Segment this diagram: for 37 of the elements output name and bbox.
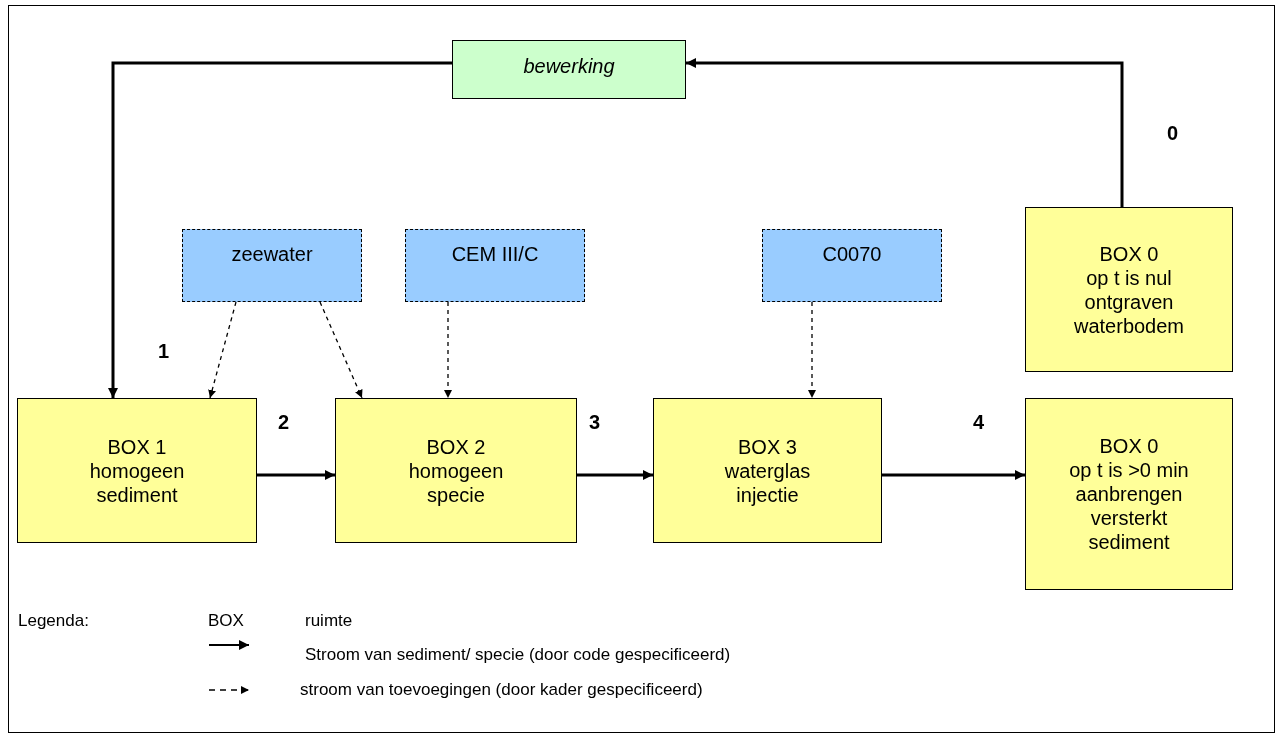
arrow (577, 470, 653, 480)
box-text: C0070 (822, 242, 882, 266)
dashed-arrow (208, 301, 237, 399)
dashed-arrow (808, 301, 816, 399)
process-box (452, 40, 686, 99)
arrow (882, 470, 1025, 480)
arrow (686, 58, 1124, 207)
compartment-box (653, 398, 882, 543)
arrow (108, 61, 452, 398)
box-heading: BOX 3 (738, 434, 797, 459)
compartment-box (17, 398, 257, 543)
legend-sample-text: BOX (208, 611, 244, 631)
box-heading: BOX 0 (1099, 241, 1159, 266)
box-heading: BOX 1 (107, 434, 167, 459)
box-heading: BOX 0 (1099, 434, 1159, 458)
arrow (257, 470, 335, 480)
legend-text: Stroom van sediment/ specie (door code gespecificeerd) (305, 645, 731, 665)
compartment-box (1025, 207, 1233, 372)
dashed-arrow (444, 301, 452, 399)
additive-box (405, 229, 585, 302)
box-text: CEM III/C (451, 242, 539, 266)
legend-text: stroom van toevoegingen (door kader gespecificeerd) (300, 680, 703, 700)
box-text: waterglas injectie (723, 458, 812, 507)
box-text: op t is >0 min aanbrengen versterkt sediment (1068, 458, 1190, 554)
additive-box (182, 229, 362, 302)
legend-title: Legenda: (18, 611, 89, 631)
box-heading: BOX 2 (426, 434, 486, 459)
legend-text: ruimte (305, 611, 353, 631)
compartment-box (1025, 398, 1233, 590)
box-text: op t is nul ontgraven waterbodem (1072, 265, 1186, 338)
compartment-box (335, 398, 577, 543)
additive-box (762, 229, 942, 302)
box-text: homogeen sediment (88, 458, 186, 507)
dashed-arrow (319, 301, 363, 399)
box-text: zeewater (231, 242, 313, 266)
box-text: bewerking (523, 54, 615, 78)
box-text: homogeen specie (407, 458, 505, 507)
